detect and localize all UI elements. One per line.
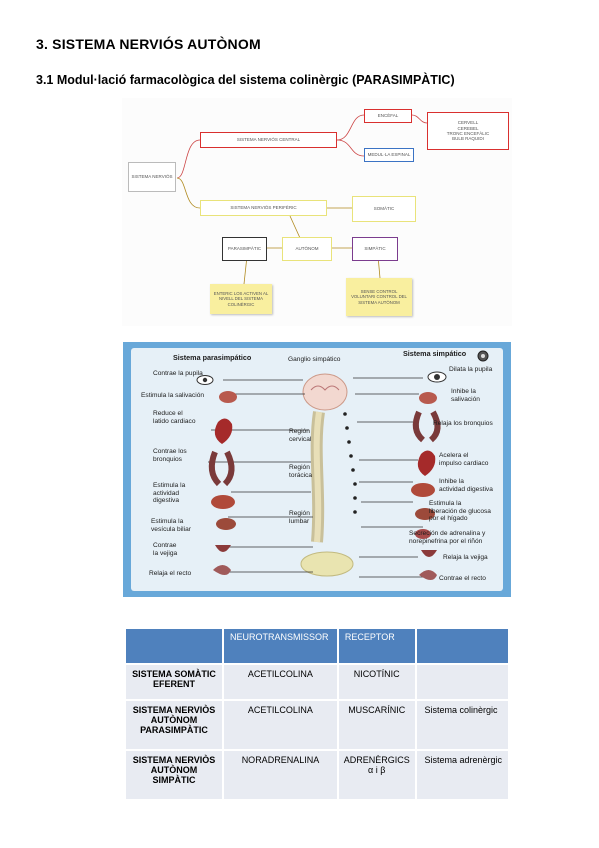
cell-system: Sistema adrenèrgic [416, 751, 508, 799]
cell-neurotransmitter: ACETILCOLINA [224, 665, 337, 699]
subsection-heading: 3.1 Modul·lació farmacològica del sistem… [36, 73, 455, 87]
header-empty [126, 629, 222, 663]
header-system [416, 629, 508, 663]
table-header-row: NEUROTRANSMISSOR RECEPTOR [126, 629, 508, 663]
row-label: SISTEMA NERVIÒS AUTÒNOM SIMPÀTIC [126, 751, 222, 799]
row-label: SISTEMA SOMÀTIC EFERENT [126, 665, 222, 699]
label-left-7: Relaja el recto [149, 570, 192, 577]
neurotransmitter-table: NEUROTRANSMISSOR RECEPTOR SISTEMA SOMÀTI… [124, 627, 510, 801]
cell-system [416, 665, 508, 699]
label-right-4: Inhibe la actividad digestiva [439, 478, 493, 493]
cell-neurotransmitter: NORADRENALINA [224, 751, 337, 799]
node-somatic: SOMÀTIC [352, 196, 416, 222]
note-parasympathetic: ENTERIC LOS ACTIVEN AL NIVELL DEL SISTEM… [210, 284, 272, 314]
label-lumbar: Región lumbar [289, 510, 310, 525]
label-right-7: Relaja la vejiga [443, 554, 488, 561]
note-autonomic: SENSE CONTROL VOLUNTARI CONTROL DEL SIST… [346, 278, 412, 316]
label-left-2: Reduce el latido cardiaco [153, 410, 196, 425]
cell-system: Sistema colinèrgic [416, 701, 508, 749]
label-right-0: Dilata la pupila [449, 366, 493, 373]
label-ganglion: Ganglio simpático [288, 356, 341, 363]
label-right-1: Inhibe la salivación [451, 388, 480, 403]
concept-map: SISTEMA NERVIÓS SISTEMA NERVIÓS CENTRAL … [122, 98, 512, 326]
label-left-1: Estimula la salivación [141, 392, 205, 399]
label-right-5: Estimula la liberación de glucosa por el… [429, 500, 491, 523]
label-left-3: Contrae los bronquios [153, 448, 187, 463]
node-medulla: MEDUL·LA ESPINAL [364, 148, 414, 162]
label-left-6: Contrae la vejiga [153, 542, 178, 557]
label-left-5: Estimula la vesícula biliar [151, 518, 191, 533]
label-right-6: Secreción de adrenalina y norepinefrina … [409, 530, 486, 545]
node-nervous-system: SISTEMA NERVIÓS [128, 162, 176, 192]
node-autonomic: AUTÒNOM [282, 237, 332, 261]
table-row: SISTEMA NERVIÒS AUTÒNOM SIMPÀTIC NORADRE… [126, 751, 508, 799]
label-right-8: Contrae el recto [439, 575, 486, 582]
label-cervical: Región cervical [289, 428, 312, 443]
title-sympathetic: Sistema simpático [403, 349, 467, 358]
cell-receptor: ADRENÈRGICS α i β [338, 751, 415, 799]
node-encefal-parts: CERVELL CEREBEL TRONC ENCEFÀLIC BULB RAQ… [427, 112, 509, 150]
table-row: SISTEMA SOMÀTIC EFERENT ACETILCOLINA NIC… [126, 665, 508, 699]
header-receptor: RECEPTOR [338, 629, 415, 663]
cell-neurotransmitter: ACETILCOLINA [224, 701, 337, 749]
illustration-drawing [196, 350, 489, 580]
cell-receptor: MUSCARÍNIC [338, 701, 415, 749]
label-left-4: Estimula la actividad digestiva [153, 482, 186, 505]
row-label: SISTEMA NERVIÒS AUTÒNOM PARASIMPÀTIC [126, 701, 222, 749]
table-row: SISTEMA NERVIÒS AUTÒNOM PARASIMPÀTIC ACE… [126, 701, 508, 749]
section-heading: 3. SISTEMA NERVIÓS AUTÒNOM [36, 36, 261, 52]
node-sympathetic: SIMPÀTIC [352, 237, 398, 261]
label-left-0: Contrae la pupila [153, 370, 203, 377]
node-encefal: ENCÈFAL [364, 109, 412, 123]
header-neurotransmitter: NEUROTRANSMISSOR [224, 629, 337, 663]
label-right-3: Acelera el impulso cardiaco [439, 452, 489, 467]
title-parasympathetic: Sistema parasimpático [173, 353, 252, 362]
node-central: SISTEMA NERVIÓS CENTRAL [200, 132, 337, 148]
cell-receptor: NICOTÍNIC [338, 665, 415, 699]
label-right-2: Relaja los bronquios [433, 420, 493, 427]
node-parasympathetic: PARASIMPÀTIC [222, 237, 267, 261]
node-peripheral: SISTEMA NERVIÓS PERIFÈRIC [200, 200, 327, 216]
nervous-system-illustration: Sistema parasimpático Sistema simpático … [123, 342, 511, 597]
label-thoracic: Región torácica [289, 464, 313, 479]
